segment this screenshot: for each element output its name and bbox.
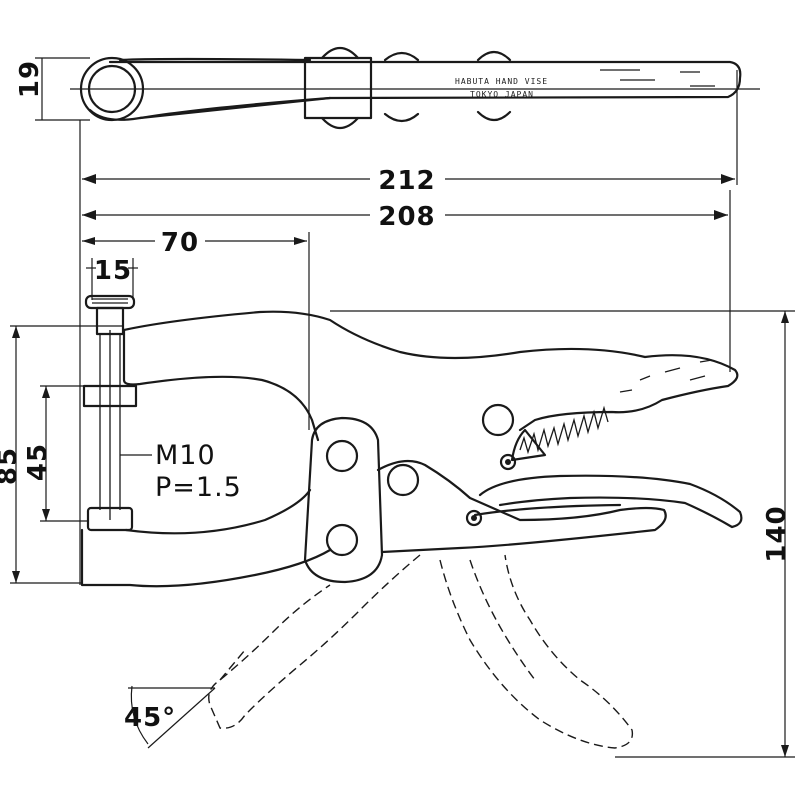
lock-nut: [82, 384, 138, 408]
dim-212-label: 212: [378, 166, 435, 196]
angle-dimension: 45°: [124, 685, 216, 749]
dim-70-label: 70: [161, 228, 199, 258]
thread-note-line2: P=1.5: [155, 472, 242, 503]
brand-marking-line1: HABUTA HAND VISE: [455, 77, 548, 86]
open-position-lower-handle: [439, 554, 634, 749]
dim-208-label: 208: [378, 202, 435, 232]
dim-15-label: 15: [94, 256, 132, 286]
brand-marking-line2: TOKYO JAPAN: [470, 90, 534, 99]
dim-19-label: 19: [15, 60, 45, 98]
dim-85-label: 85: [0, 447, 23, 485]
screw-knob: [84, 294, 136, 310]
dim-140-label: 140: [762, 505, 792, 562]
thread-note-line1: M10: [155, 440, 216, 471]
vertical-dimensions: 85 45 140: [0, 310, 795, 758]
top-view: HABUTA HAND VISE TOKYO JAPAN 19: [15, 46, 760, 130]
angle-45-label: 45°: [124, 703, 176, 733]
clamp-side-view: M10 P=1.5: [80, 294, 743, 749]
swivel-pad: [86, 506, 134, 532]
open-position-upper-handle: [208, 554, 421, 729]
dim-45-label: 45: [23, 443, 53, 481]
link-plate: [303, 416, 384, 584]
length-dimensions: 212 208 70 15: [79, 70, 738, 585]
release-lever: [478, 474, 743, 529]
